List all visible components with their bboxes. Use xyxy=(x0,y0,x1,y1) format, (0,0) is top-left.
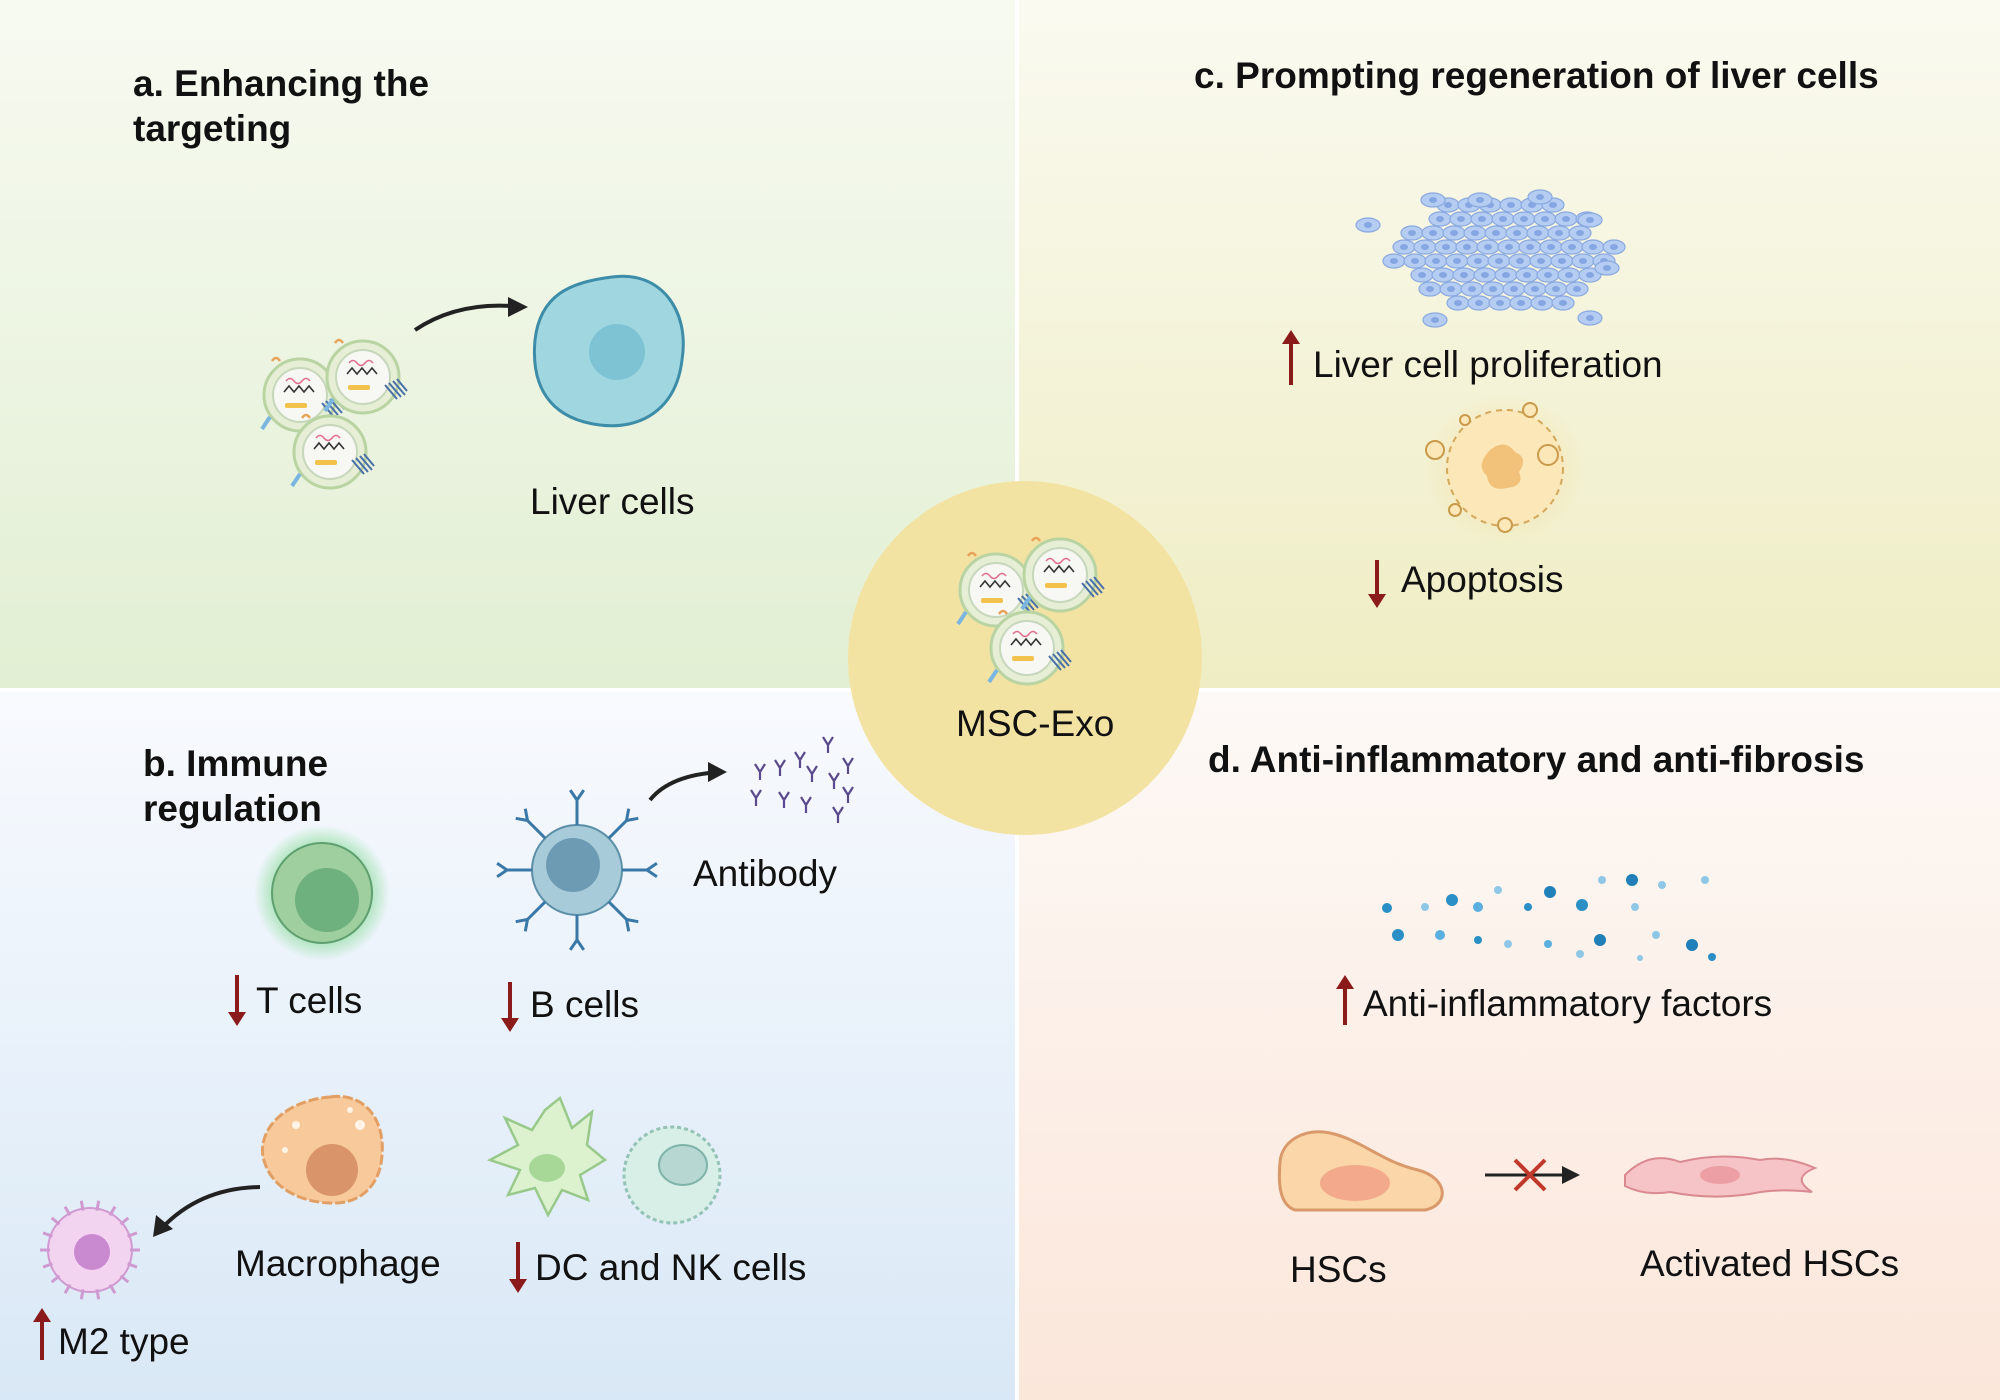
antibody-label: Antibody xyxy=(693,853,837,894)
factors-up-arrowhead-icon xyxy=(1336,975,1354,989)
exosome-cluster-icon xyxy=(260,338,409,490)
panel-a-background xyxy=(0,0,1015,688)
anti-inflammatory-factors-label: Anti-inflammatory factors xyxy=(1363,983,1773,1024)
liver-cell-icon xyxy=(532,274,685,428)
activated-hsc-icon xyxy=(1624,1155,1818,1198)
b-cells-down-arrowhead-icon xyxy=(501,1018,519,1032)
up-arrowhead-icon xyxy=(1282,330,1300,344)
activation-arrowhead xyxy=(1562,1166,1580,1184)
liver-cells-label: Liver cells xyxy=(530,481,695,522)
anti-inflammatory-factors-icon xyxy=(1382,874,1716,961)
polarization-arrow xyxy=(160,1185,261,1230)
polarization-arrowhead xyxy=(153,1215,173,1237)
m2-up-arrowhead-icon xyxy=(33,1308,51,1322)
m2-macrophage-icon xyxy=(40,1200,140,1300)
t-cells-label: T cells xyxy=(256,980,363,1021)
nk-cell-icon xyxy=(622,1125,722,1225)
hsc-cell-icon xyxy=(1277,1130,1444,1212)
targeting-arrow xyxy=(413,303,523,332)
msc-exo-label: MSC-Exo xyxy=(956,703,1115,744)
panel-d-background xyxy=(1019,692,2000,1400)
blocked-x-icon xyxy=(1513,1158,1547,1192)
b-cell-icon xyxy=(496,789,658,951)
panel-c-background xyxy=(1019,0,2000,688)
panel-d-title: d. Anti-inflammatory and anti-fibrosis xyxy=(1208,739,1865,780)
m2-type-label: M2 type xyxy=(58,1321,190,1362)
panel-c-title: c. Prompting regeneration of liver cells xyxy=(1194,55,1879,96)
t-cells-down-arrowhead-icon xyxy=(228,1012,246,1026)
targeting-arrowhead xyxy=(508,297,528,317)
dc-nk-label: DC and NK cells xyxy=(535,1247,807,1288)
apoptotic-cell-icon xyxy=(1425,393,1585,543)
apoptosis-label: Apoptosis xyxy=(1401,559,1564,600)
dc-nk-down-arrowhead-icon xyxy=(509,1279,527,1293)
hscs-label: HSCs xyxy=(1290,1249,1387,1290)
antibody-cluster-icon xyxy=(749,735,855,825)
antibody-secretion-arrowhead xyxy=(708,762,727,782)
panel-b-title: b. Immune regulation xyxy=(143,743,329,829)
activated-hscs-label: Activated HSCs xyxy=(1640,1243,1900,1284)
panel-a-title: a. Enhancing the targeting xyxy=(133,63,430,149)
proliferating-liver-cells-icon xyxy=(1355,189,1626,328)
dendritic-cell-icon xyxy=(486,1095,608,1218)
macrophage-label: Macrophage xyxy=(235,1243,441,1284)
proliferation-label: Liver cell proliferation xyxy=(1313,344,1663,385)
t-cell-icon xyxy=(254,825,390,961)
down-arrowhead-icon xyxy=(1368,594,1386,608)
panel-b-background xyxy=(0,692,1015,1400)
macrophage-icon xyxy=(261,1094,384,1205)
b-cells-label: B cells xyxy=(530,984,639,1025)
